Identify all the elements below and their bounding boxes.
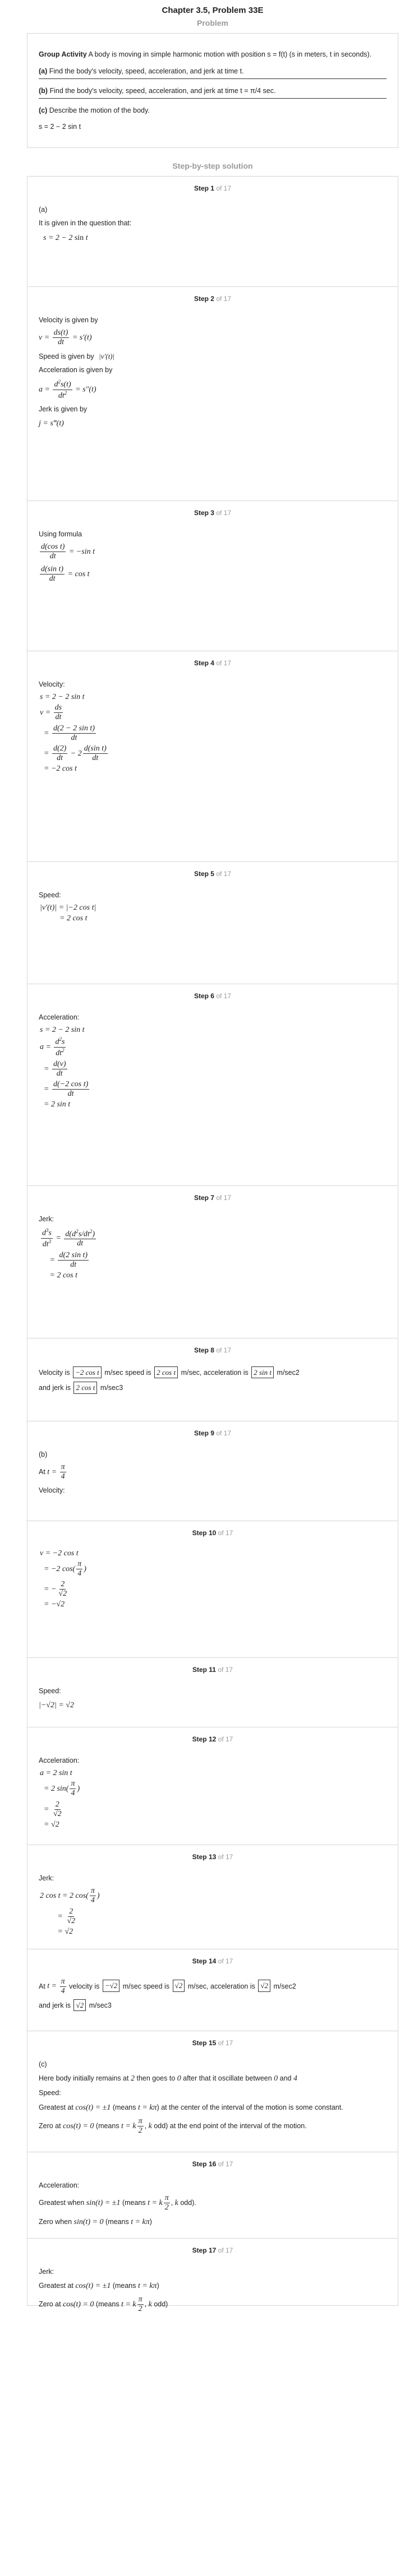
equation: s = 2 − 2 sin t xyxy=(43,234,88,243)
step-15: Step 15 of 17 (c) Here body initially re… xyxy=(27,2031,398,2152)
step-5: Step 5 of 17 Speed: |v′(t)| = |−2 cos t|… xyxy=(27,861,398,984)
step-1: Step 1 of 17 (a) It is given in the ques… xyxy=(27,175,398,287)
solution-label: Step-by-step solution xyxy=(172,161,253,170)
problem-equation: s = 2 − 2 sin t xyxy=(39,122,81,131)
problem-card: Group Activity A body is moving in simpl… xyxy=(27,33,398,148)
problem-label: Problem xyxy=(196,18,228,27)
step-2: Step 2 of 17 Velocity is given by v = ds… xyxy=(27,286,398,501)
problem-part-c: (c) Describe the motion of the body. xyxy=(39,106,150,115)
velocity-formula: v = ds(t)dt = s′(t) xyxy=(39,328,92,347)
problem-part-b: (b) Find the body's velocity, speed, acc… xyxy=(39,82,387,99)
step-17: Step 17 of 17 Jerk: Greatest at cos(t) =… xyxy=(27,2238,398,2313)
step-header: Step 1 of 17 xyxy=(194,184,232,192)
problem-part-a: (a) Find the body's velocity, speed, acc… xyxy=(39,63,387,80)
jerk-formula: j = s‴(t) xyxy=(39,419,64,428)
chapter-title: Chapter 3.5, Problem 33E xyxy=(162,6,264,15)
page: Chapter 3.5, Problem 33E Problem Group A… xyxy=(27,6,398,2313)
step-4: Step 4 of 17 Velocity: s = 2 − 2 sin t v… xyxy=(27,651,398,862)
problem-statement: Group Activity A body is moving in simpl… xyxy=(39,50,372,58)
step-11: Step 11 of 17 Speed: |−√2| = √2 xyxy=(27,1657,398,1727)
step-3: Step 3 of 17 Using formula d(cos t)dt = … xyxy=(27,501,398,651)
step-6: Step 6 of 17 Acceleration: s = 2 − 2 sin… xyxy=(27,984,398,1186)
step-8: Step 8 of 17 Velocity is −2 cos t m/sec … xyxy=(27,1338,398,1421)
acceleration-formula: a = d2s(t)dt2 = s″(t) xyxy=(39,379,96,400)
step-12: Step 12 of 17 Acceleration: a = 2 sin t … xyxy=(27,1727,398,1845)
step-16: Step 16 of 17 Acceleration: Greatest whe… xyxy=(27,2152,398,2239)
